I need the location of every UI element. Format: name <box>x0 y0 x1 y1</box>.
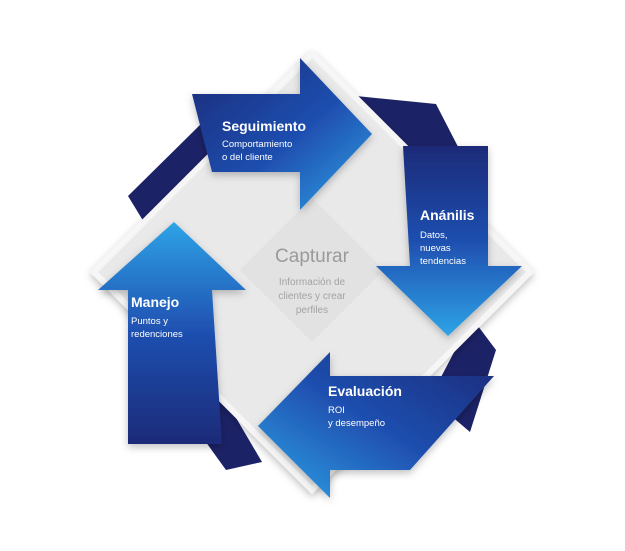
center-diamond <box>240 198 384 342</box>
step-analisis-line-2: nuevas <box>420 243 451 254</box>
step-seguimiento-line-2: o del cliente <box>222 152 273 163</box>
step-manejo-title: Manejo <box>131 294 179 310</box>
step-analisis-line-3: tendencias <box>420 256 466 267</box>
step-seguimiento-title: Seguimiento <box>222 118 306 134</box>
step-seguimiento-line-1: Comportamiento <box>222 139 292 150</box>
arrow-evaluacion <box>258 352 494 498</box>
center-line-1: Información de <box>279 277 346 288</box>
step-manejo-line-2: redenciones <box>131 329 183 340</box>
arrow-seguimiento <box>192 58 372 210</box>
step-analisis-line-1: Datos, <box>420 230 447 241</box>
step-analisis-title: Anánilis <box>420 207 475 223</box>
step-evaluacion-title: Evaluación <box>328 383 402 399</box>
center-line-3: perfiles <box>296 305 328 316</box>
arrow-manejo <box>98 222 246 444</box>
center-title: Capturar <box>275 246 350 267</box>
step-evaluacion-line-1: ROI <box>328 405 345 416</box>
arrow-analisis <box>376 146 522 336</box>
step-manejo-line-1: Puntos y <box>131 316 168 327</box>
step-evaluacion-line-2: y desempeño <box>328 418 385 429</box>
center-line-2: clientes y crear <box>278 291 346 302</box>
